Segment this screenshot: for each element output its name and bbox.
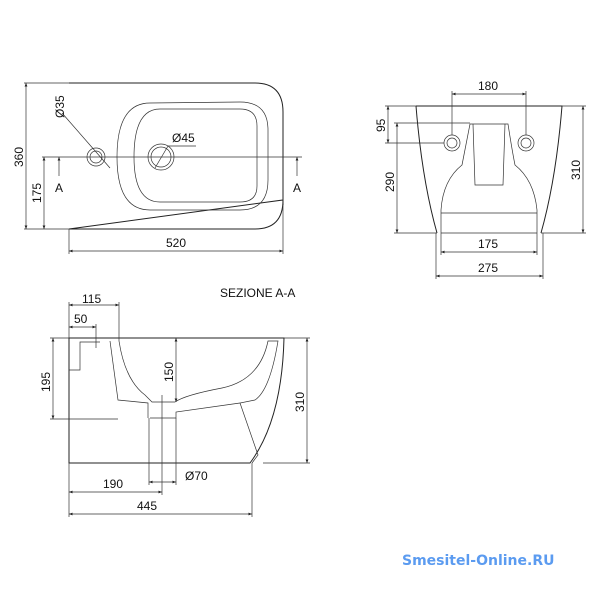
tap-hole-outer bbox=[86, 147, 106, 167]
basin-rim-outer bbox=[116, 101, 269, 211]
dim-360: 360 bbox=[12, 147, 26, 167]
mount-hole-right bbox=[517, 134, 535, 152]
section-view: SEZIONE A-A 115 50 195 150 310 Ø70 19 bbox=[39, 286, 310, 517]
dim-50: 50 bbox=[74, 312, 88, 326]
top-outline bbox=[68, 82, 284, 230]
section-title: SEZIONE A-A bbox=[220, 286, 295, 300]
section-mark-left: A bbox=[55, 181, 63, 195]
mount-hole-left bbox=[443, 134, 461, 152]
bowl-wall bbox=[109, 340, 279, 464]
section-mark-right: A bbox=[293, 181, 301, 195]
top-view: Ø35 Ø45 360 175 A A 520 bbox=[12, 82, 302, 254]
dim-95: 95 bbox=[374, 118, 388, 132]
dim-115: 115 bbox=[82, 292, 101, 306]
dim-275: 275 bbox=[478, 261, 498, 275]
drain-hole-inner bbox=[150, 146, 172, 168]
drain-hole-outer bbox=[147, 143, 175, 171]
watermark: Smesitel-Online.RU bbox=[402, 553, 555, 569]
dim-150: 150 bbox=[162, 362, 176, 382]
rear-mounting-block bbox=[440, 123, 538, 233]
dim-290: 290 bbox=[383, 172, 397, 192]
leader-45 bbox=[154, 145, 169, 169]
section-outline bbox=[68, 337, 285, 464]
dim-310-rear: 310 bbox=[569, 160, 583, 180]
hole-large-label: Ø45 bbox=[172, 131, 195, 145]
dim-180: 180 bbox=[478, 79, 498, 93]
dim-520: 520 bbox=[166, 236, 186, 250]
leader-35 bbox=[61, 112, 111, 169]
dim-190: 190 bbox=[103, 477, 123, 491]
dim-175-rear: 175 bbox=[478, 237, 498, 251]
rear-view: 180 95 290 310 175 275 bbox=[374, 79, 586, 279]
rear-outline bbox=[415, 105, 563, 234]
dim-310-section: 310 bbox=[293, 392, 307, 412]
dim-195: 195 bbox=[39, 372, 53, 392]
tap-hole-inner bbox=[89, 150, 103, 164]
hole-small-label: Ø35 bbox=[53, 95, 67, 118]
dim-175: 175 bbox=[30, 183, 44, 203]
dim-drain: Ø70 bbox=[185, 469, 208, 483]
dim-445: 445 bbox=[137, 499, 157, 513]
basin-rim-inner bbox=[133, 108, 258, 203]
